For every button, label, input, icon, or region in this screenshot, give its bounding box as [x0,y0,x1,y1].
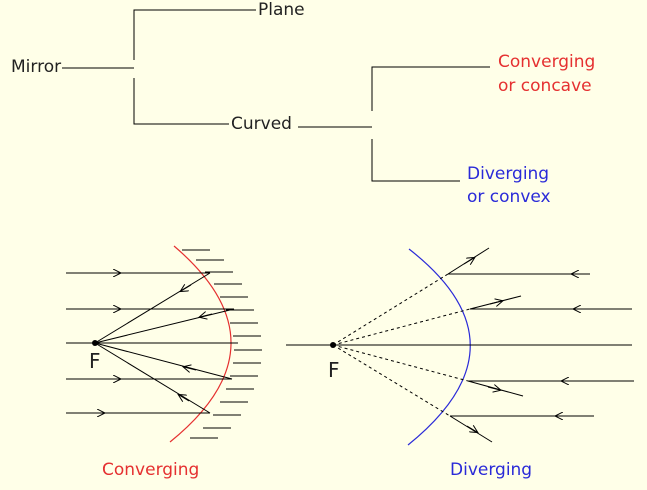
tree-leaf-converging-line2: or concave [498,76,592,96]
concave-incident-arrows [86,273,120,413]
tree-root-mirror: Mirror [11,57,62,77]
convex-reflected-arrows [463,258,502,432]
diverging-caption: Diverging [450,460,533,480]
tree-line-converging [371,66,490,111]
diverging-mirror-diagram [286,247,634,446]
tree-branch-plane: Plane [258,0,305,20]
convex-focus-point [330,342,336,348]
tree-line-curved [133,78,229,125]
tree-leaf-diverging-line1: Diverging [467,164,550,184]
converging-mirror-diagram [66,245,262,443]
tree-leaf-converging-line1: Converging [498,52,596,72]
converging-caption: Converging [102,460,200,480]
tree-connectors [62,9,490,182]
convex-virtual-rays [332,273,471,417]
tree-leaf-diverging-line2: or convex [467,187,551,207]
concave-reflected-arrows [179,285,213,401]
tree-branch-curved: Curved [231,114,292,134]
convex-mirror-arc [407,248,471,446]
convex-incident-arrows [556,274,592,416]
diverging-focus-label: F [328,358,340,382]
tree-line-plane [133,9,256,60]
concave-focus-point [92,340,98,346]
concave-mirror-arc [169,245,232,443]
converging-focus-label: F [89,349,101,373]
concave-mirror-hatching [182,249,262,439]
tree-line-diverging [371,139,460,182]
